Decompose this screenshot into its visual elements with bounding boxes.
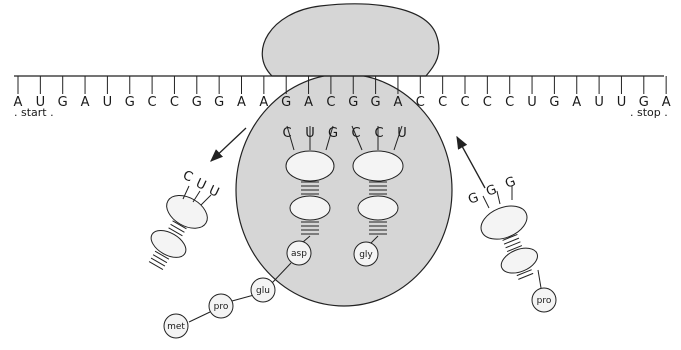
anticodon-entering-3: G bbox=[503, 174, 518, 192]
mrna-base: A bbox=[662, 95, 671, 110]
mrna-base: U bbox=[617, 95, 627, 110]
anticodon-gly-1: C bbox=[351, 126, 360, 141]
anticodon-leaving-2: U bbox=[193, 176, 208, 194]
amino-acid-met: met bbox=[163, 313, 189, 339]
mrna-base: U bbox=[527, 95, 537, 110]
mrna-base: G bbox=[214, 95, 224, 110]
peptide-chain: asp glu pro met bbox=[163, 240, 312, 339]
anticodon-asp-1: C bbox=[282, 126, 291, 141]
trna-entering: G G G pro bbox=[466, 174, 557, 313]
anticodon-entering-2: G bbox=[484, 182, 499, 200]
mrna-base: C bbox=[170, 95, 179, 110]
mrna-base: A bbox=[237, 95, 246, 110]
ribosome-small-subunit bbox=[261, 3, 440, 77]
mrna-base: A bbox=[259, 95, 268, 110]
trna-gly bbox=[351, 125, 404, 244]
mrna-base: G bbox=[192, 95, 202, 110]
svg-text:pro: pro bbox=[214, 302, 229, 312]
entry-arrow bbox=[456, 135, 486, 189]
mrna-base: G bbox=[639, 95, 649, 110]
mrna-base: C bbox=[416, 95, 425, 110]
mrna-base: A bbox=[81, 95, 90, 110]
stop-label: . stop . bbox=[630, 106, 668, 119]
anticodon-entering-1: G bbox=[466, 190, 481, 208]
svg-text:met: met bbox=[167, 322, 185, 332]
anticodon-gly-2: C bbox=[374, 126, 383, 141]
mrna-base: U bbox=[594, 95, 604, 110]
amino-acid-glu: glu bbox=[250, 277, 276, 303]
mrna-base: G bbox=[371, 95, 381, 110]
mrna-base: C bbox=[483, 95, 492, 110]
mrna-base: A bbox=[572, 95, 581, 110]
amino-acid-asp: asp bbox=[286, 240, 312, 266]
start-label: . start . bbox=[14, 106, 54, 119]
anticodon-gly-3: U bbox=[397, 126, 407, 141]
anticodon-asp-2: U bbox=[305, 126, 315, 141]
mrna-base: U bbox=[103, 95, 113, 110]
mrna-base: C bbox=[326, 95, 335, 110]
amino-acid-pro-chain: pro bbox=[208, 293, 234, 319]
anticodon-asp-3: G bbox=[328, 126, 338, 141]
mrna-base: G bbox=[125, 95, 135, 110]
anticodon-leaving-1: C bbox=[180, 168, 195, 185]
amino-acid-pro-entering: pro bbox=[531, 287, 557, 313]
mrna-base: C bbox=[460, 95, 469, 110]
amino-acid-gly: gly bbox=[353, 241, 379, 267]
trna-leaving: C U U bbox=[148, 168, 221, 271]
svg-text:glu: glu bbox=[256, 286, 270, 296]
trna-asp bbox=[285, 125, 335, 243]
mrna-base: A bbox=[393, 95, 402, 110]
mrna-base: A bbox=[304, 95, 313, 110]
mrna-base: C bbox=[505, 95, 514, 110]
mrna-base: C bbox=[148, 95, 157, 110]
svg-text:gly: gly bbox=[359, 250, 373, 260]
mrna-base: A bbox=[14, 95, 23, 110]
mrna-base: C bbox=[438, 95, 447, 110]
svg-text:pro: pro bbox=[537, 296, 552, 306]
mrna-base: G bbox=[549, 95, 559, 110]
mrna-base: G bbox=[281, 95, 291, 110]
svg-text:asp: asp bbox=[291, 249, 307, 259]
mrna-base: U bbox=[36, 95, 46, 110]
exit-arrow bbox=[210, 127, 247, 162]
mrna-base: G bbox=[58, 95, 68, 110]
mrna-base: G bbox=[348, 95, 358, 110]
